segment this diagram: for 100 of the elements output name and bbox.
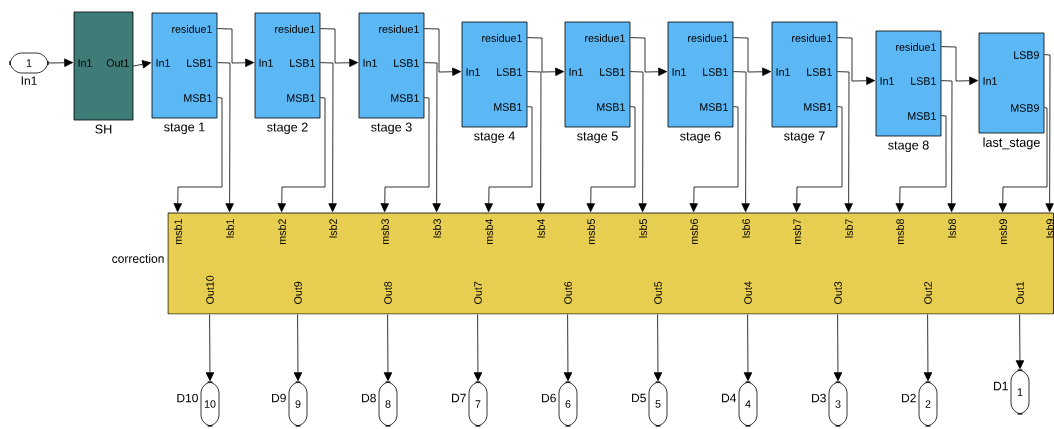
signal-arrow [743, 314, 753, 382]
node-label: LSB1 [290, 59, 315, 67]
block-label: D4 [722, 393, 737, 403]
outport-block: 3 [828, 381, 848, 427]
node-label: MSB1 [700, 103, 728, 111]
signal-arrow [833, 314, 843, 382]
node-label: lsb1 [226, 219, 234, 238]
node-label: Out6 [564, 281, 572, 304]
node-label: Out7 [474, 281, 482, 304]
block-label: correction [112, 254, 164, 263]
signal-arrow [380, 97, 430, 213]
signal-arrow [689, 106, 739, 213]
node-label: MSB1 [597, 103, 625, 111]
node-label: msb9 [999, 219, 1007, 244]
outport-block: 5 [648, 381, 668, 427]
node-label: residue1 [482, 34, 522, 42]
node-label: LSB1 [807, 68, 832, 76]
block-label: stage 4 [474, 131, 515, 143]
node-label: msb6 [690, 219, 698, 244]
node-label: In1 [880, 77, 894, 85]
block-label: stage 5 [577, 131, 618, 143]
node-label: LSB1 [703, 68, 728, 76]
block-label: D10 [177, 393, 198, 403]
signal-arrow [133, 60, 152, 69]
node-label: residue1 [172, 25, 212, 33]
block-label: D6 [542, 393, 556, 403]
outport-block: 2 [918, 381, 938, 427]
signal-arrow [630, 37, 668, 76]
node-label: residue1 [688, 34, 728, 42]
signal-arrow [217, 28, 255, 67]
node-label: residue1 [379, 25, 419, 33]
node-label: residue1 [792, 34, 832, 42]
node-label: lsb5 [639, 219, 647, 238]
signal-arrow [563, 314, 573, 382]
block-label: D2 [902, 393, 916, 403]
node-label: MSB1 [494, 103, 522, 111]
block-label: stage 8 [888, 140, 929, 153]
block-label: stage 3 [371, 122, 412, 135]
block-label: stage 1 [164, 122, 205, 134]
node-label: Out8 [384, 281, 392, 304]
block-label: stage 2 [267, 122, 308, 135]
block-label: D8 [362, 393, 376, 403]
block-label: D7 [452, 393, 466, 403]
node-label: In1 [156, 59, 170, 67]
signal-arrow [653, 314, 663, 382]
block-label: stage 7 [784, 131, 825, 143]
signal-arrow [923, 314, 933, 382]
signal-arrow [941, 80, 956, 213]
block-label: SH [95, 124, 112, 134]
signal-arrow [473, 314, 483, 382]
signal-arrow [383, 314, 393, 382]
node-label: msb2 [278, 219, 286, 244]
signal-arrow [733, 71, 750, 213]
node-label: lsb3 [433, 219, 441, 238]
block-label: D3 [812, 393, 826, 403]
outport-block: 10 [200, 381, 220, 427]
outport-block: 6 [558, 381, 578, 427]
block-label: D9 [272, 393, 286, 403]
node-label: msb3 [381, 219, 389, 244]
node-label: LSB1 [911, 77, 936, 85]
outport-block: 7 [468, 381, 488, 427]
node-label: lsb8 [948, 219, 956, 238]
node-label: In1 [259, 59, 273, 67]
signal-arrow [527, 71, 545, 213]
node-label: LSB1 [394, 59, 419, 67]
node-label: In1 [363, 59, 377, 67]
node-label: MSB1 [391, 94, 419, 102]
node-label: lsb7 [845, 219, 853, 238]
node-label: In1 [776, 68, 790, 76]
node-label: MSB1 [804, 103, 832, 111]
outport-block: 1 [1010, 369, 1030, 415]
signal-arrow [1015, 314, 1025, 370]
subsystem-block: In1 Out1 [73, 11, 134, 121]
signal-arrow [173, 97, 223, 213]
stage-block: In1 LSB9 MSB9 [978, 32, 1045, 134]
signal-arrow [48, 58, 74, 67]
node-label: msb4 [485, 218, 493, 244]
node-label: In1 [569, 68, 583, 76]
node-label: msb5 [587, 219, 595, 244]
signal-arrow [320, 62, 337, 213]
stage-block: residue1 In1 LSB1 MSB1 [667, 21, 734, 128]
stage-block: residue1 In1 LSB1 MSB1 [875, 30, 942, 137]
stage-block: residue1 In1 LSB1 MSB1 [564, 21, 631, 128]
node-label: Out2 [924, 281, 932, 304]
stage-block: residue1 In1 LSB1 MSB1 [358, 12, 425, 119]
signal-arrow [941, 46, 979, 85]
node-label: residue1 [585, 34, 625, 42]
signal-arrow [837, 37, 876, 85]
node-label: lsb2 [329, 219, 337, 238]
node-label: LSB9 [1014, 51, 1039, 59]
node-label: LSB1 [600, 68, 625, 76]
node-label: lsb6 [742, 219, 750, 238]
node-label: Out1 [1016, 281, 1024, 304]
node-label: msb1 [174, 219, 182, 244]
node-label: Out10 [206, 275, 214, 304]
node-label: residue1 [896, 43, 936, 51]
node-label: Out5 [654, 281, 662, 304]
node-label: In1 [466, 68, 480, 76]
node-label: Out4 [744, 281, 752, 304]
node-label: msb8 [896, 219, 904, 244]
